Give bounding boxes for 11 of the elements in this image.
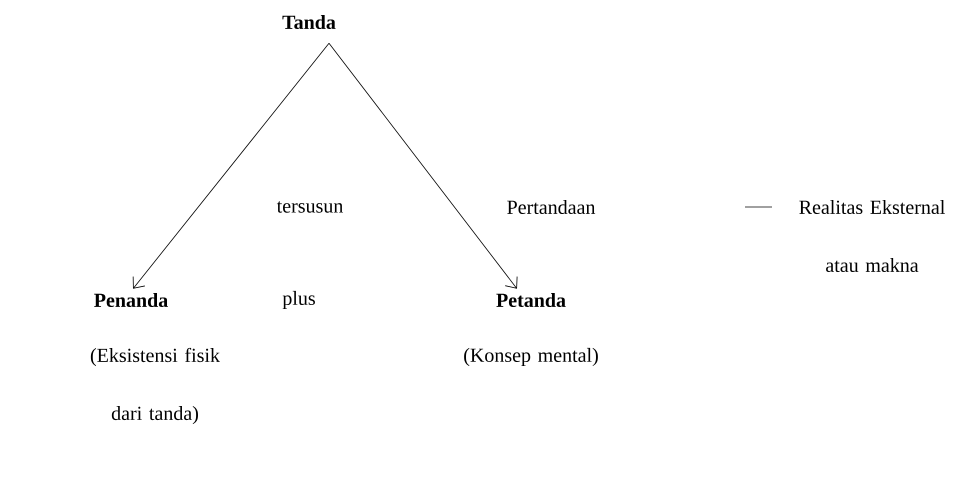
text-label: tersusun — [276, 201, 344, 213]
term-label: Petanda — [496, 292, 566, 308]
arrow — [328, 42, 518, 289]
text-label: plus — [282, 290, 315, 310]
text-label: Realitas Eksternal atau makna — [799, 200, 945, 272]
description-text: (Eksistensi fisik dari tanda) — [90, 348, 220, 424]
term-label: Tanda — [282, 14, 336, 30]
description-text: (Konsep mental) — [464, 348, 598, 366]
term-label: Penanda — [94, 292, 168, 308]
text-label: Pertandaan — [507, 200, 596, 214]
arrow — [132, 42, 330, 289]
